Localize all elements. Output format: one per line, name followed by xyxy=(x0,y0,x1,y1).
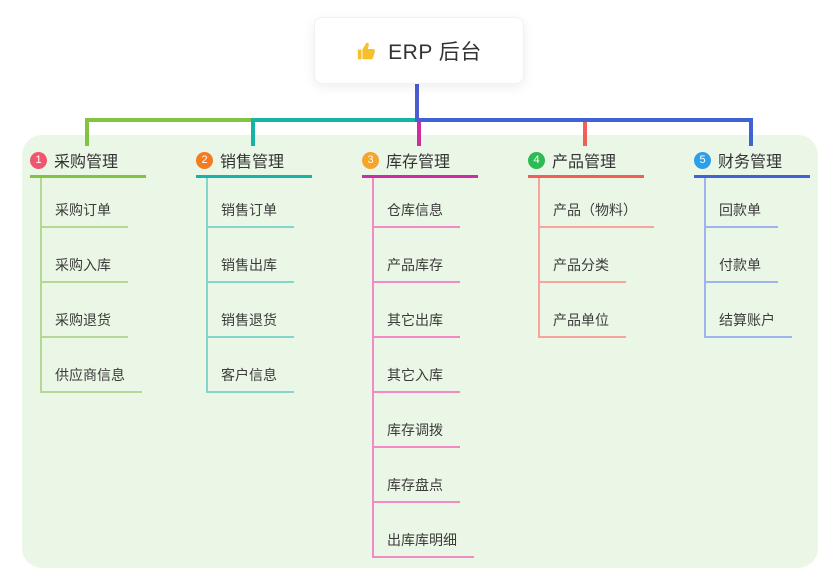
branch-index-badge: 3 xyxy=(362,151,379,169)
child-node[interactable]: 仓库信息 xyxy=(374,178,460,228)
child-node[interactable]: 采购订单 xyxy=(42,178,128,228)
branch-index-badge: 1 xyxy=(30,151,47,169)
branch-children: 回款单付款单结算账户 xyxy=(704,178,792,338)
branch-node-label: 库存管理 xyxy=(386,154,451,171)
branch-node-label: 产品管理 xyxy=(552,154,617,171)
branch: 4 产品管理 产品（物料） 产品分类产品单位 xyxy=(528,147,654,338)
branch-index-badge: 4 xyxy=(528,151,545,169)
child-node-label: 客户信息 xyxy=(221,367,277,383)
child-node-label: 采购入库 xyxy=(55,257,111,273)
child-node[interactable]: 库存调拨 xyxy=(374,393,460,448)
branch-node[interactable]: 2 销售管理 xyxy=(196,147,312,178)
child-node-label: 采购订单 xyxy=(55,202,111,218)
child-node[interactable]: 结算账户 xyxy=(706,283,792,338)
branch-node[interactable]: 5 财务管理 xyxy=(694,147,810,178)
child-node-label: 产品分类 xyxy=(553,257,609,273)
child-node[interactable]: 付款单 xyxy=(706,228,778,283)
branch-node-label: 采购管理 xyxy=(54,154,119,171)
child-node[interactable]: 供应商信息 xyxy=(42,338,142,393)
child-node[interactable]: 产品库存 xyxy=(374,228,460,283)
branch-children: 仓库信息产品库存其它出库其它入库库存调拨库存盘点出库库明细 xyxy=(372,178,474,558)
connector-line xyxy=(251,118,255,146)
child-node-label: 销售出库 xyxy=(221,257,277,273)
branch: 2 销售管理 销售订单销售出库销售退货客户信息 xyxy=(196,147,312,393)
branch-children: 销售订单销售出库销售退货客户信息 xyxy=(206,178,294,393)
child-node-label: 采购退货 xyxy=(55,312,111,328)
branch-index-badge: 2 xyxy=(196,151,213,169)
branch-children: 采购订单采购入库采购退货供应商信息 xyxy=(40,178,142,393)
connector-line xyxy=(85,118,251,122)
child-node[interactable]: 产品（物料） xyxy=(540,178,654,228)
root-node[interactable]: ERP 后台 xyxy=(314,17,524,84)
branch: 3 库存管理 仓库信息产品库存其它出库其它入库库存调拨库存盘点出库库明细 xyxy=(362,147,478,558)
connector-line xyxy=(749,118,753,146)
child-node-label: 产品单位 xyxy=(553,312,609,328)
child-node-label: 销售订单 xyxy=(221,202,277,218)
child-node[interactable]: 采购入库 xyxy=(42,228,128,283)
child-node-label: 其它入库 xyxy=(387,367,443,383)
child-node-label: 供应商信息 xyxy=(55,367,125,383)
connector-line xyxy=(417,118,421,146)
child-node-label: 库存调拨 xyxy=(387,422,443,438)
connector-line xyxy=(583,118,587,146)
branch-node[interactable]: 4 产品管理 xyxy=(528,147,644,178)
child-node[interactable]: 库存盘点 xyxy=(374,448,460,503)
branch-children: 产品（物料） 产品分类产品单位 xyxy=(538,178,654,338)
connector-line xyxy=(85,118,89,146)
connector-line xyxy=(417,118,753,122)
child-node[interactable]: 销售退货 xyxy=(208,283,294,338)
branch-node-label: 财务管理 xyxy=(718,154,783,171)
child-node[interactable]: 产品单位 xyxy=(540,283,626,338)
child-node[interactable]: 销售订单 xyxy=(208,178,294,228)
branch: 5 财务管理 回款单付款单结算账户 xyxy=(694,147,810,338)
root-node-label: ERP 后台 xyxy=(388,40,482,64)
child-node-label: 付款单 xyxy=(719,257,761,273)
child-node-label: 销售退货 xyxy=(221,312,277,328)
child-node[interactable]: 其它出库 xyxy=(374,283,460,338)
child-node-label: 库存盘点 xyxy=(387,477,443,493)
connector-line xyxy=(251,118,419,122)
child-node-label: 回款单 xyxy=(719,202,761,218)
connector-line xyxy=(415,84,419,122)
branch: 1 采购管理 采购订单采购入库采购退货供应商信息 xyxy=(30,147,146,393)
child-node-label: 出库库明细 xyxy=(387,532,457,548)
child-node[interactable]: 其它入库 xyxy=(374,338,460,393)
child-node-label: 结算账户 xyxy=(719,312,775,328)
child-node[interactable]: 产品分类 xyxy=(540,228,626,283)
thumbs-up-icon xyxy=(356,40,378,62)
child-node[interactable]: 采购退货 xyxy=(42,283,128,338)
child-node[interactable]: 客户信息 xyxy=(208,338,294,393)
branches-panel xyxy=(22,135,818,568)
child-node[interactable]: 出库库明细 xyxy=(374,503,474,558)
child-node-label: 其它出库 xyxy=(387,312,443,328)
child-node-label: 产品库存 xyxy=(387,257,443,273)
branch-index-badge: 5 xyxy=(694,151,711,169)
branch-node[interactable]: 1 采购管理 xyxy=(30,147,146,178)
child-node[interactable]: 销售出库 xyxy=(208,228,294,283)
branch-node-label: 销售管理 xyxy=(220,154,285,171)
child-node[interactable]: 回款单 xyxy=(706,178,778,228)
child-node-label: 产品（物料） xyxy=(553,202,637,218)
child-node-label: 仓库信息 xyxy=(387,202,443,218)
branch-node[interactable]: 3 库存管理 xyxy=(362,147,478,178)
